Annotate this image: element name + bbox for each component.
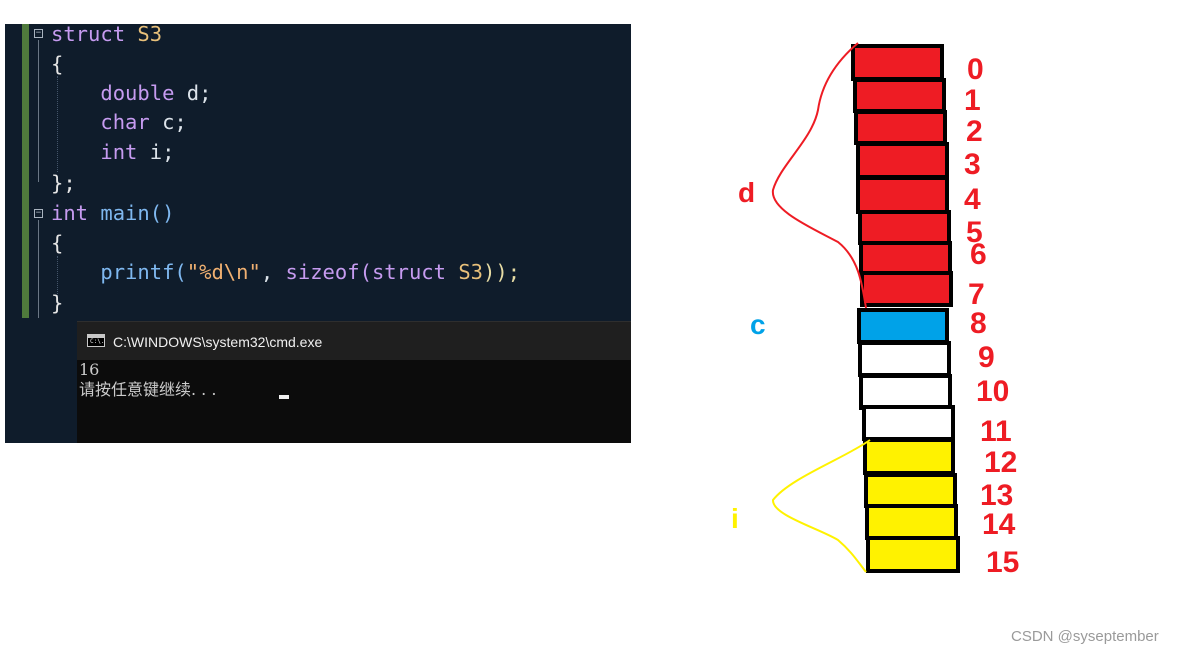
brace-i xyxy=(771,439,871,573)
memory-cell-8 xyxy=(857,308,949,344)
code-line-3: double d; xyxy=(51,78,211,108)
changed-lines-marker xyxy=(22,24,29,318)
fold-range-main xyxy=(38,220,39,318)
cmd-output-line-1: 16 xyxy=(79,360,100,379)
code-token: double xyxy=(100,81,175,105)
code-token: printf( xyxy=(100,260,187,284)
memory-cell-0 xyxy=(851,44,944,81)
code-token: } xyxy=(51,291,64,315)
memory-cell-2 xyxy=(854,110,947,145)
cmd-window[interactable]: C:\. C:\WINDOWS\system32\cmd.exe 16 请按任意… xyxy=(77,321,631,443)
offset-label-8: 8 xyxy=(970,307,987,340)
code-line-7: int main() xyxy=(51,198,174,228)
offset-label-14: 14 xyxy=(982,508,1016,541)
code-line-8: { xyxy=(51,228,63,258)
code-token: sizeof( xyxy=(285,260,372,284)
member-label-c: c xyxy=(750,309,766,340)
offset-label-9: 9 xyxy=(978,341,995,374)
code-token: struct xyxy=(51,24,126,46)
memory-cell-11 xyxy=(862,405,955,441)
offset-label-12: 12 xyxy=(984,446,1017,479)
memory-cell-4 xyxy=(856,176,949,214)
offset-label-11: 11 xyxy=(980,415,1012,448)
code-token: S3 xyxy=(458,260,484,284)
memory-cells xyxy=(851,44,960,573)
offset-label-4: 4 xyxy=(964,183,981,216)
text-cursor xyxy=(279,395,289,399)
memory-cell-9 xyxy=(858,341,951,377)
offset-label-15: 15 xyxy=(986,546,1019,579)
code-token: )); xyxy=(483,260,521,284)
code-token: c; xyxy=(162,110,187,134)
memory-cell-13 xyxy=(864,473,957,508)
memory-cell-7 xyxy=(860,271,953,307)
fold-range-struct xyxy=(38,40,39,182)
code-token: struct xyxy=(371,260,446,284)
cmd-title: C:\WINDOWS\system32\cmd.exe xyxy=(113,334,323,350)
offset-label-1: 1 xyxy=(964,84,981,117)
offset-label-0: 0 xyxy=(967,53,984,86)
code-token: { xyxy=(51,231,64,255)
code-line-6: }; xyxy=(51,168,76,198)
offset-label-3: 3 xyxy=(964,148,981,181)
console-icon: C:\. xyxy=(87,334,105,347)
memory-cell-6 xyxy=(859,241,952,276)
offset-label-5: 5 xyxy=(966,216,983,249)
memory-cell-15 xyxy=(866,536,960,573)
offset-label-7: 7 xyxy=(968,278,985,311)
member-label-i: i xyxy=(731,503,739,534)
offset-label-2: 2 xyxy=(966,115,983,148)
code-token: }; xyxy=(51,171,76,195)
code-token: main() xyxy=(100,201,175,225)
code-token: S3 xyxy=(137,24,163,46)
cmd-output-line-2: 请按任意键继续. . . xyxy=(79,380,217,399)
memory-cell-5 xyxy=(858,210,951,245)
watermark: CSDN @syseptember xyxy=(1011,628,1159,645)
code-token: int xyxy=(51,201,89,225)
code-line-10: } xyxy=(51,288,63,318)
code-token: , xyxy=(260,260,274,284)
indent-guide xyxy=(57,76,58,172)
code-line-2: { xyxy=(51,49,63,79)
code-line-4: char c; xyxy=(51,107,187,137)
brace-d xyxy=(771,42,867,309)
fold-toggle-main-icon[interactable]: − xyxy=(34,208,43,218)
code-token: i; xyxy=(149,140,175,164)
offset-label-6: 6 xyxy=(970,238,987,271)
console-icon-text: C:\. xyxy=(90,338,105,345)
memory-cell-12 xyxy=(863,438,955,475)
cmd-titlebar[interactable]: C:\. C:\WINDOWS\system32\cmd.exe xyxy=(77,321,631,360)
code-token: "%d\n" xyxy=(186,260,261,284)
code-token: char xyxy=(100,110,150,134)
offset-label-10: 10 xyxy=(976,375,1009,408)
memory-cell-3 xyxy=(856,142,949,179)
memory-cell-14 xyxy=(865,504,958,540)
code-line-5: int i; xyxy=(51,137,174,167)
memory-cell-1 xyxy=(853,78,946,113)
indent-guide xyxy=(57,256,58,312)
member-label-d: d xyxy=(738,177,755,208)
fold-toggle-struct-icon[interactable]: − xyxy=(34,28,43,38)
code-token: { xyxy=(51,52,64,76)
code-line-1: struct S3 xyxy=(51,24,162,49)
code-token: d; xyxy=(186,81,212,105)
offset-label-13: 13 xyxy=(980,479,1013,512)
memory-cell-10 xyxy=(859,374,952,410)
code-line-9: printf("%d\n", sizeof(struct S3)); xyxy=(51,257,520,287)
code-token: int xyxy=(100,140,138,164)
